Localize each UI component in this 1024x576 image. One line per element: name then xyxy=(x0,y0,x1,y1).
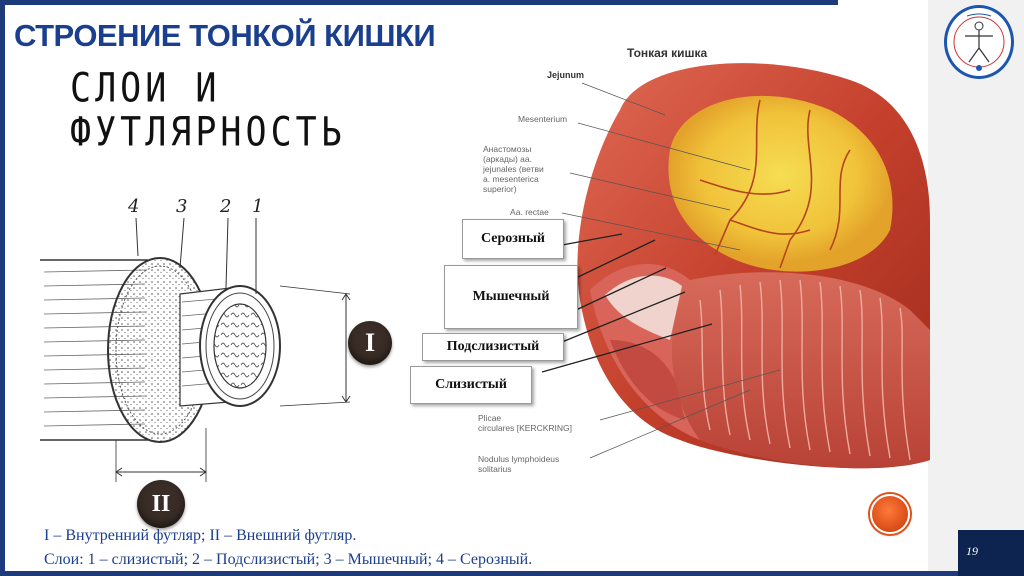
page-number-box xyxy=(958,530,1024,576)
top-frame-bar xyxy=(0,0,838,5)
layer-number-1: 1 xyxy=(252,196,263,217)
navigation-orb-button[interactable] xyxy=(870,494,910,534)
caption-cases: I – Внутренний футляр; II – Внешний футл… xyxy=(44,527,357,544)
label-anastomoses-5: superior) xyxy=(483,184,517,194)
bottom-frame-bar xyxy=(0,571,1024,576)
label-plicae-1: Plicae xyxy=(478,413,502,423)
mucosa-core xyxy=(213,303,267,389)
left-frame-bar xyxy=(0,0,5,576)
layer-label-submucosa: Подслизистый xyxy=(422,333,564,361)
intestine-lumen xyxy=(664,272,930,469)
university-emblem xyxy=(944,5,1014,79)
label-nodulus-1: Nodulus lymphoideus xyxy=(478,454,560,464)
right-side-panel xyxy=(928,0,1024,576)
label-jejunum: Jejunum xyxy=(547,70,585,80)
layer-number-4: 4 xyxy=(127,196,139,217)
outer-case-badge: II xyxy=(137,480,185,528)
layer-number-3: 3 xyxy=(176,196,187,217)
label-anastomoses-1: Анастомозы xyxy=(483,144,532,154)
label-anastomoses-2: (аркады) аа. xyxy=(483,154,532,164)
page-number: 19 xyxy=(966,544,978,558)
caption-layers: Слои: 1 – слизистый; 2 – Подслизистый; 3… xyxy=(44,551,533,568)
label-nodulus-2: solitarius xyxy=(478,464,512,474)
label-plicae-2: circulares [KERCKRING] xyxy=(478,423,572,433)
layer-label-muscular: Мышечный xyxy=(444,265,578,329)
handwritten-heading-line2: ФУТЛЯРНОСТЬ xyxy=(70,110,346,156)
layer-label-serous: Серозный xyxy=(462,219,564,259)
label-aa-rectae: Аа. rectae xyxy=(510,207,549,217)
mesentery-fat xyxy=(668,95,893,272)
layer-label-mucosa: Слизистый xyxy=(410,366,532,404)
vitruvian-emblem-icon xyxy=(953,13,1005,71)
illustration-title: Тонкая кишка xyxy=(627,46,708,60)
label-anastomoses-3: jejunales (ветви xyxy=(483,164,544,174)
slide-title: СТРОЕНИЕ ТОНКОЙ КИШКИ xyxy=(14,18,436,53)
label-mesenterium: Mesenterium xyxy=(518,114,568,124)
layer-number-2: 2 xyxy=(219,196,231,217)
intestine-layers-scheme: 4 3 2 1 xyxy=(40,196,351,482)
handwritten-heading-line1: СЛОИ И xyxy=(70,66,221,112)
small-intestine-illustration xyxy=(541,63,930,469)
inner-case-badge: I xyxy=(348,321,392,365)
label-anastomoses-4: a. mesenterica xyxy=(483,174,539,184)
